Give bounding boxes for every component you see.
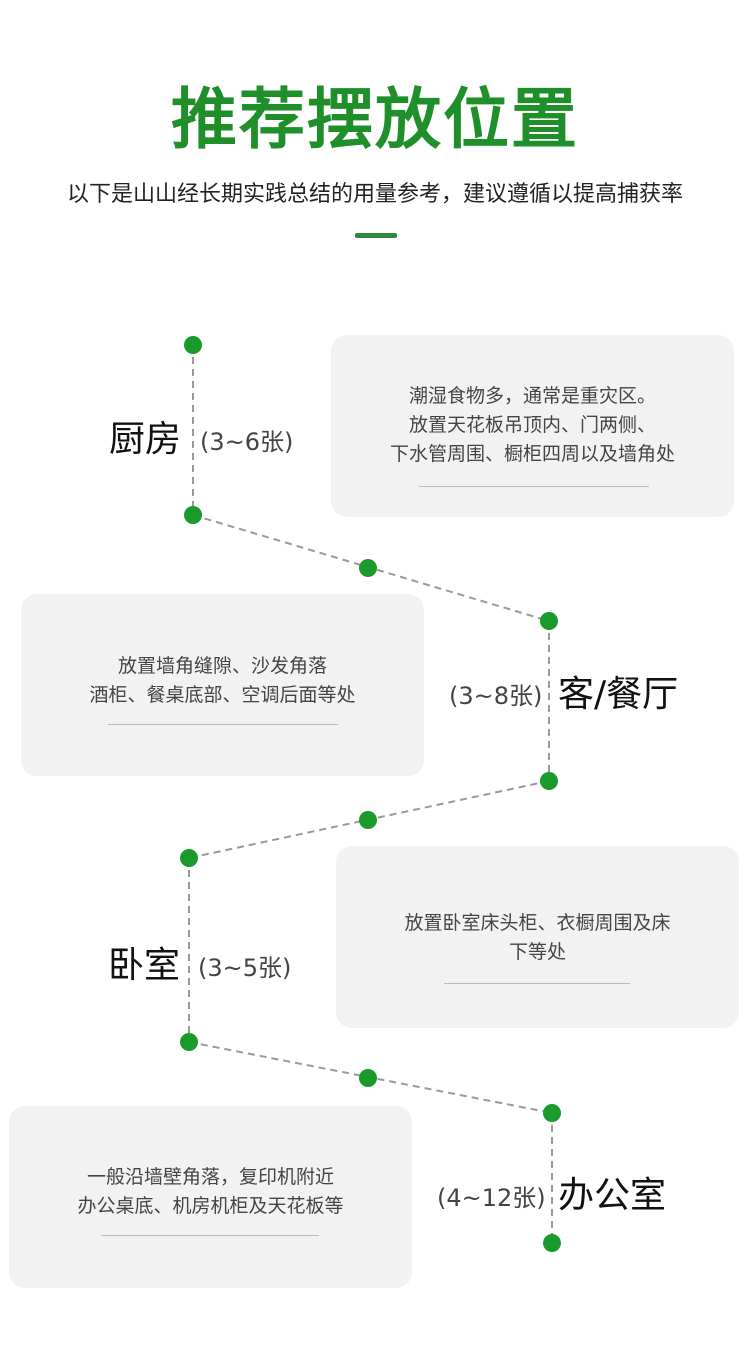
placement-card-kitchen: 潮湿食物多，通常是重灾区。 放置天花板吊顶内、门两侧、 下水管周围、橱柜四周以及…	[331, 335, 734, 517]
count-label-kitchen: (3~6张)	[200, 428, 294, 456]
card-line: 下水管周围、橱柜四周以及墙角处	[389, 443, 675, 465]
room-label-bedroom: 卧室	[108, 945, 181, 986]
room-label-kitchen: 厨房	[109, 419, 182, 460]
timeline-dot	[359, 559, 377, 577]
timeline-dot	[543, 1234, 561, 1252]
count-label-living: (3~8张)	[449, 682, 543, 710]
count-label-office: (4~12张)	[437, 1184, 546, 1212]
timeline-dot	[359, 811, 377, 829]
timeline-dot	[359, 1069, 377, 1087]
room-label-office: 办公室	[558, 1175, 667, 1216]
page-title: 推荐摆放位置	[171, 81, 579, 158]
card-divider	[419, 486, 649, 487]
placement-card-office: 一般沿墙壁角落，复印机附近 办公桌底、机房机柜及天花板等	[9, 1106, 412, 1288]
card-line: 办公桌底、机房机柜及天花板等	[77, 1195, 344, 1217]
card-line: 酒柜、餐桌底部、空调后面等处	[89, 684, 356, 706]
card-divider	[108, 724, 338, 725]
card-line: 潮湿食物多，通常是重灾区。	[408, 385, 656, 407]
timeline-dot	[184, 506, 202, 524]
timeline-dot	[180, 1033, 198, 1051]
title-divider	[355, 233, 397, 238]
card-line: 放置天花板吊顶内、门两侧、	[408, 414, 656, 436]
timeline-dot	[540, 772, 558, 790]
card-divider	[101, 1235, 319, 1236]
count-label-bedroom: (3~5张)	[198, 954, 292, 982]
card-line: 下等处	[508, 941, 566, 963]
timeline-dot	[180, 849, 198, 867]
card-line: 放置卧室床头柜、衣橱周围及床	[404, 912, 671, 934]
timeline-dot	[540, 612, 558, 630]
card-line: 一般沿墙壁角落，复印机附近	[86, 1166, 334, 1188]
card-line: 放置墙角缝隙、沙发角落	[117, 655, 327, 677]
page-subtitle: 以下是山山经长期实践总结的用量参考，建议遵循以提高捕获率	[66, 182, 683, 207]
card-divider	[444, 983, 630, 984]
timeline-dot	[543, 1104, 561, 1122]
placement-card-living: 放置墙角缝隙、沙发角落 酒柜、餐桌底部、空调后面等处	[21, 594, 424, 776]
room-label-living: 客/餐厅	[558, 674, 679, 715]
placement-card-bedroom: 放置卧室床头柜、衣橱周围及床 下等处	[336, 846, 739, 1028]
timeline-dot	[184, 336, 202, 354]
